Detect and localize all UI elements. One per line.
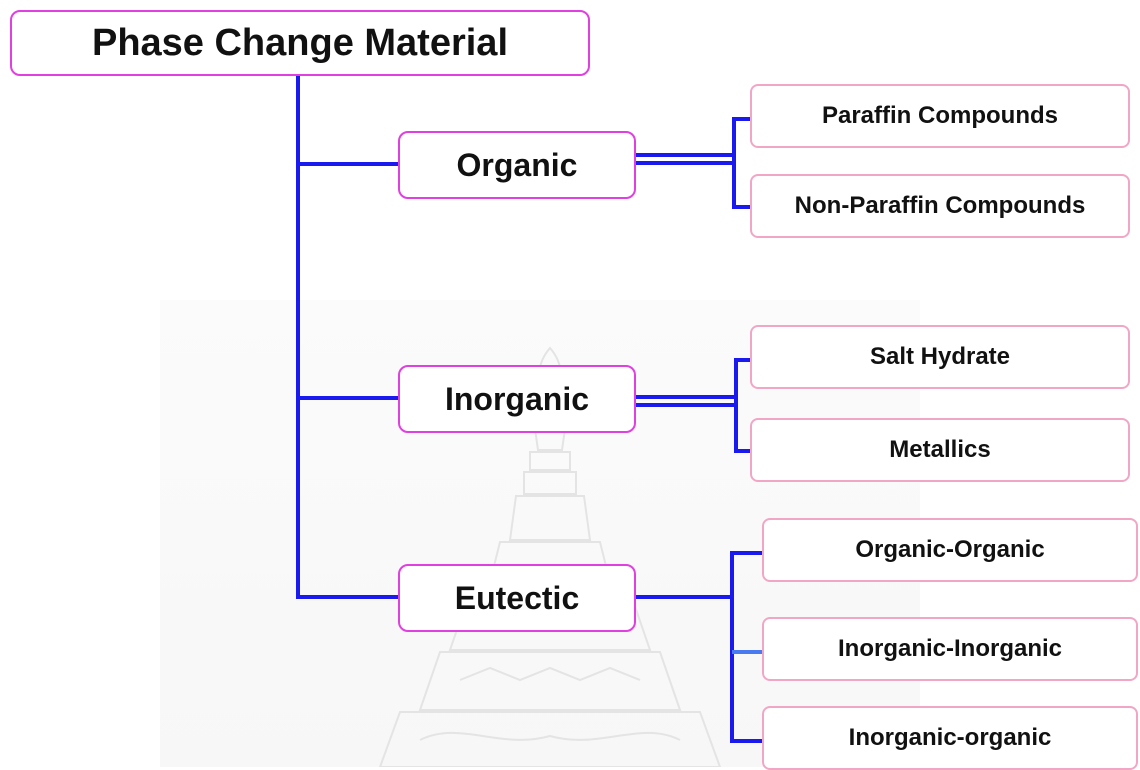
leaf-organic-organic: Organic-Organic bbox=[762, 518, 1138, 582]
leaf-label: Inorganic-organic bbox=[848, 724, 1052, 751]
category-organic-label: Organic bbox=[456, 146, 578, 183]
category-eutectic-label: Eutectic bbox=[454, 579, 580, 616]
leaf-label: Metallics bbox=[889, 436, 991, 463]
leaf-inorganic-organic: Inorganic-organic bbox=[762, 706, 1138, 770]
category-inorganic-label: Inorganic bbox=[444, 380, 589, 417]
leaf-label: Paraffin Compounds bbox=[821, 102, 1058, 129]
category-organic: Organic bbox=[398, 131, 636, 199]
leaf-inorganic-inorganic: Inorganic-Inorganic bbox=[762, 617, 1138, 681]
leaf-non-paraffin-compounds: Non-Paraffin Compounds bbox=[750, 174, 1130, 238]
category-eutectic: Eutectic bbox=[398, 564, 636, 632]
leaf-label: Inorganic-Inorganic bbox=[837, 635, 1062, 662]
leaf-paraffin-compounds: Paraffin Compounds bbox=[750, 84, 1130, 148]
leaf-salt-hydrate: Salt Hydrate bbox=[750, 325, 1130, 389]
root-label: Phase Change Material bbox=[91, 21, 509, 64]
root-node: Phase Change Material bbox=[10, 10, 590, 76]
leaf-label: Non-Paraffin Compounds bbox=[794, 192, 1086, 219]
leaf-label: Salt Hydrate bbox=[869, 343, 1011, 370]
leaf-metallics: Metallics bbox=[750, 418, 1130, 482]
category-inorganic: Inorganic bbox=[398, 365, 636, 433]
leaf-label: Organic-Organic bbox=[855, 536, 1045, 563]
